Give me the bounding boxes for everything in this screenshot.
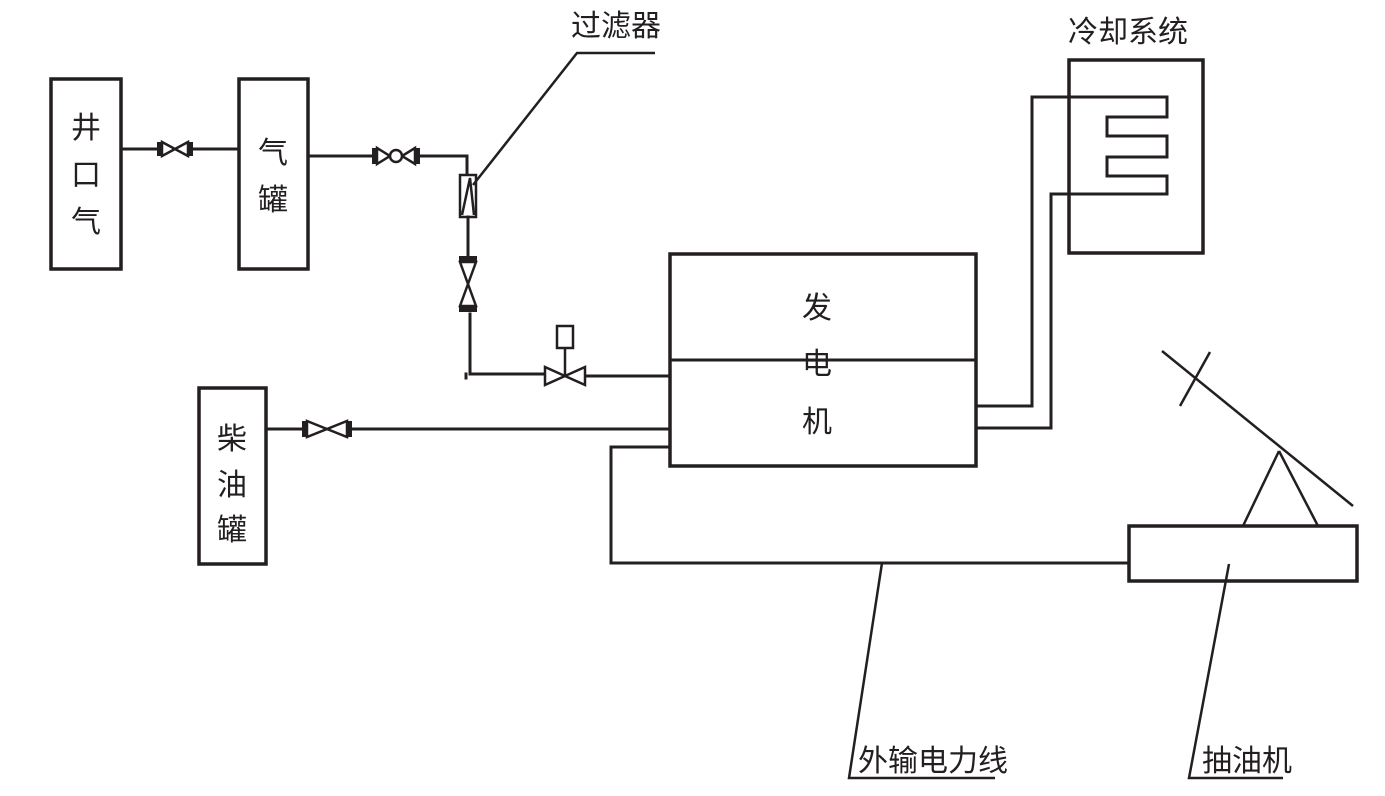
gate-valve-icon — [157, 139, 193, 159]
generator-char-3: 机 — [802, 405, 832, 440]
power-line-leader — [847, 562, 995, 780]
gas-tank-char-1: 气 — [258, 136, 288, 171]
gas-tank-char-2: 罐 — [258, 183, 288, 218]
diesel-tank-char-1: 柴 — [217, 422, 247, 457]
filter-label: 过滤器 — [571, 9, 661, 44]
ball-valve-icon — [372, 145, 420, 167]
power-line-label: 外输电力线 — [858, 744, 1008, 779]
diesel-tank-box: 柴 油 罐 — [197, 386, 268, 566]
pump-jack-leader — [1187, 563, 1283, 780]
filter-leader-line — [472, 51, 655, 186]
cooling-coil — [974, 95, 1169, 430]
filter-icon — [458, 173, 478, 219]
pipe-valve-to-solenoid — [468, 312, 546, 376]
wellhead-gas-char-3: 气 — [71, 205, 101, 240]
gas-tank-box: 气 罐 — [237, 77, 310, 271]
generator-box: 发 电 机 — [668, 252, 978, 468]
diesel-tank-char-3: 罐 — [217, 513, 247, 548]
cooling-system-label: 冷却系统 — [1068, 15, 1188, 50]
wellhead-gas-box: 井 口 气 — [49, 77, 123, 271]
solenoid-valve-icon — [543, 324, 587, 387]
pipe-valve-to-filter — [418, 154, 469, 177]
pump-jack-icon — [1127, 350, 1359, 583]
gate-valve-diesel-icon — [302, 419, 352, 439]
pump-jack-label: 抽油机 — [1202, 744, 1292, 779]
generator-char-1: 发 — [802, 291, 832, 326]
wellhead-gas-char-2: 口 — [71, 158, 101, 193]
generator-char-2: 电 — [802, 347, 832, 382]
diesel-tank-char-2: 油 — [217, 468, 247, 503]
wellhead-gas-char-1: 井 — [71, 111, 101, 146]
gate-valve-vertical-icon — [458, 256, 478, 312]
power-line — [609, 445, 1131, 565]
